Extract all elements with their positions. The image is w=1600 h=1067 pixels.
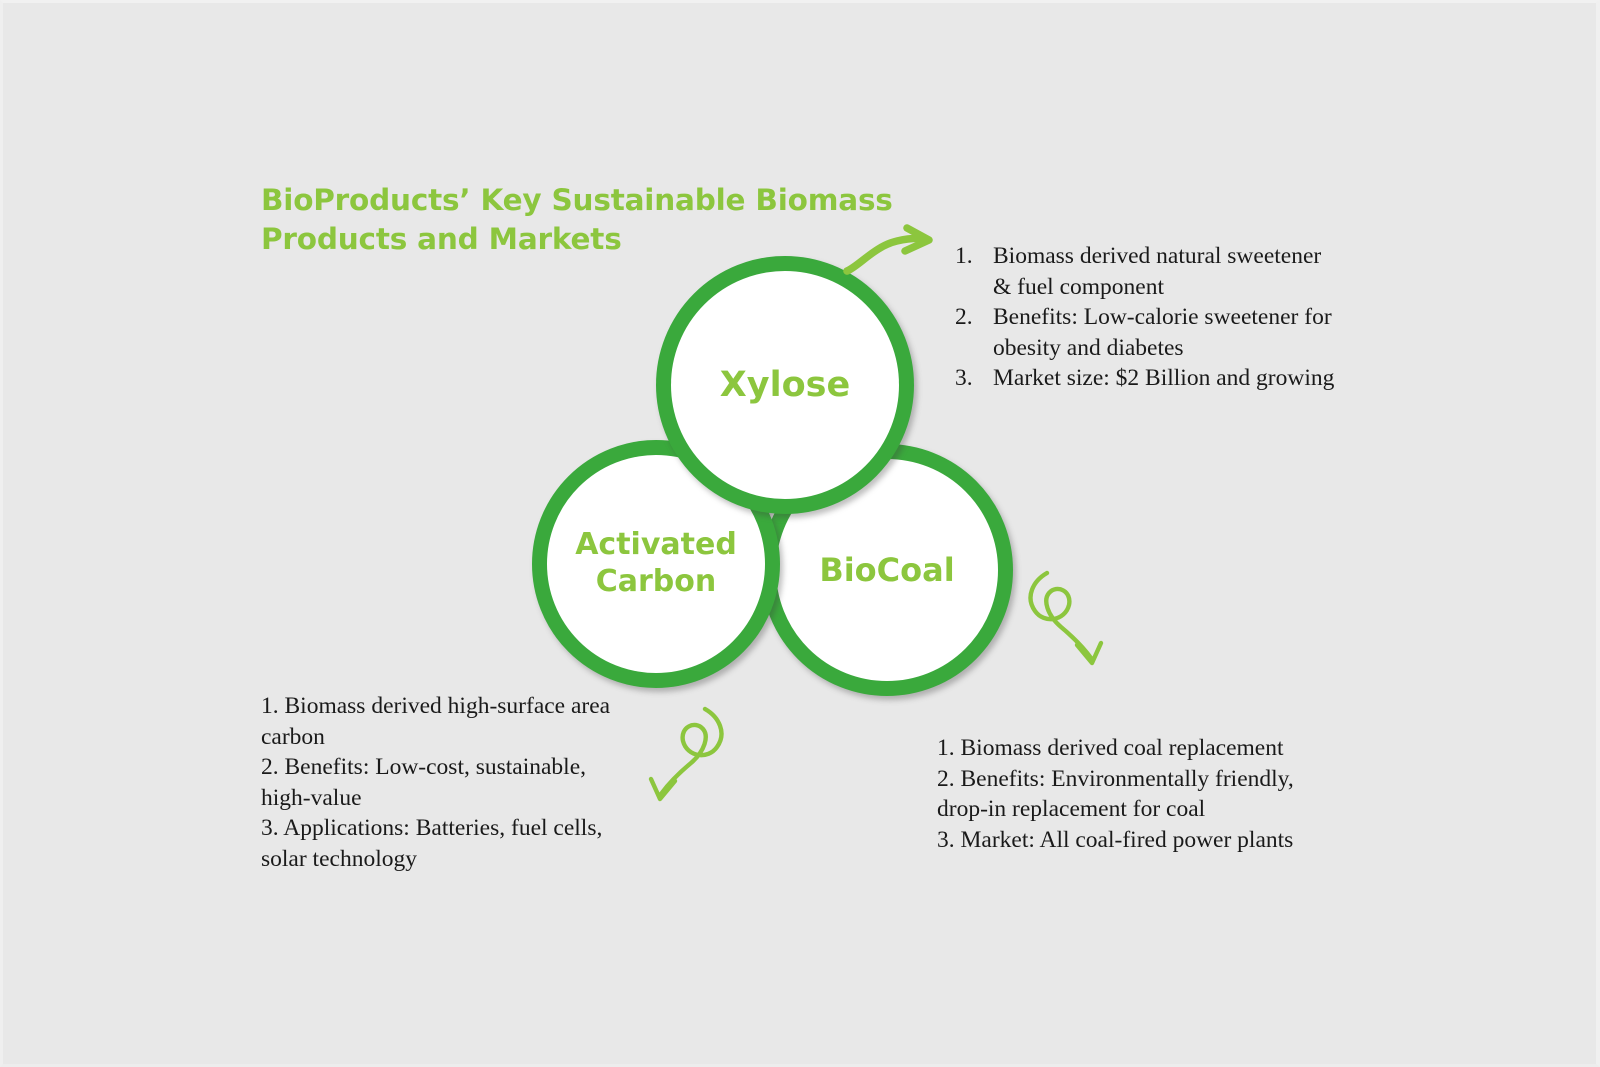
list-item-text: Market size: $2 Billion and growing [993, 365, 1335, 392]
circle-xylose[interactable]: Xylose [656, 256, 914, 514]
list-item: 1. Biomass derived natural sweetener & f… [955, 241, 1345, 302]
list-item-number: 2. [937, 765, 955, 792]
curled-arrow-down-left-icon [648, 706, 724, 802]
list-item-text: Biomass derived high-surface area carbon [261, 693, 611, 750]
list-item-number: 3. [261, 815, 279, 842]
callout-biocoal: 1. Biomass derived coal replacement 2. B… [937, 733, 1337, 855]
curled-arrow-down-right-icon [1028, 570, 1104, 666]
callout-activated-carbon: 1. Biomass derived high-surface area car… [261, 691, 621, 874]
list-item-text: Benefits: Low-calorie sweetener for obes… [993, 304, 1332, 361]
callout-biocoal-list: 1. Biomass derived coal replacement 2. B… [937, 733, 1337, 855]
list-item: 2. Benefits: Low-cost, sustainable, high… [261, 752, 621, 813]
list-item: 2. Benefits: Low-calorie sweetener for o… [955, 302, 1345, 363]
list-item: 3. Market: All coal-fired power plants [937, 825, 1337, 856]
list-item-text: Benefits: Low-cost, sustainable, high-va… [261, 754, 587, 811]
callout-activated-carbon-list: 1. Biomass derived high-surface area car… [261, 691, 621, 874]
list-item-text: Biomass derived natural sweetener & fuel… [993, 243, 1322, 300]
list-item-number: 1. [955, 243, 973, 269]
list-item-text: Market: All coal-fired power plants [960, 826, 1294, 853]
list-item-number: 1. [937, 735, 955, 761]
callout-xylose-list: 1. Biomass derived natural sweetener & f… [955, 241, 1345, 394]
curved-arrow-right-icon [843, 224, 933, 275]
list-item-text: Applications: Batteries, fuel cells, sol… [261, 815, 603, 872]
list-item: 2. Benefits: Environmentally friendly, d… [937, 764, 1337, 825]
circle-activated-carbon-label: Activated Carbon [575, 527, 737, 599]
circle-biocoal-label: BioCoal [819, 551, 955, 589]
list-item-text: Benefits: Environmentally friendly, drop… [937, 765, 1294, 823]
list-item-number: 1. [261, 693, 279, 719]
callout-xylose: 1. Biomass derived natural sweetener & f… [955, 241, 1345, 394]
list-item-number: 2. [261, 754, 279, 781]
list-item-number: 3. [937, 826, 955, 853]
page-title: BioProducts’ Key Sustainable Biomass Pro… [261, 183, 893, 257]
list-item: 3. Market size: $2 Billion and growing [955, 363, 1345, 394]
list-item: 1. Biomass derived high-surface area car… [261, 691, 621, 752]
list-item: 1. Biomass derived coal replacement [937, 733, 1337, 764]
circle-xylose-label: Xylose [719, 365, 851, 405]
list-item: 3. Applications: Batteries, fuel cells, … [261, 813, 621, 874]
list-item-number: 2. [955, 304, 973, 331]
list-item-text: Biomass derived coal replacement [960, 735, 1284, 761]
list-item-number: 3. [955, 365, 973, 392]
